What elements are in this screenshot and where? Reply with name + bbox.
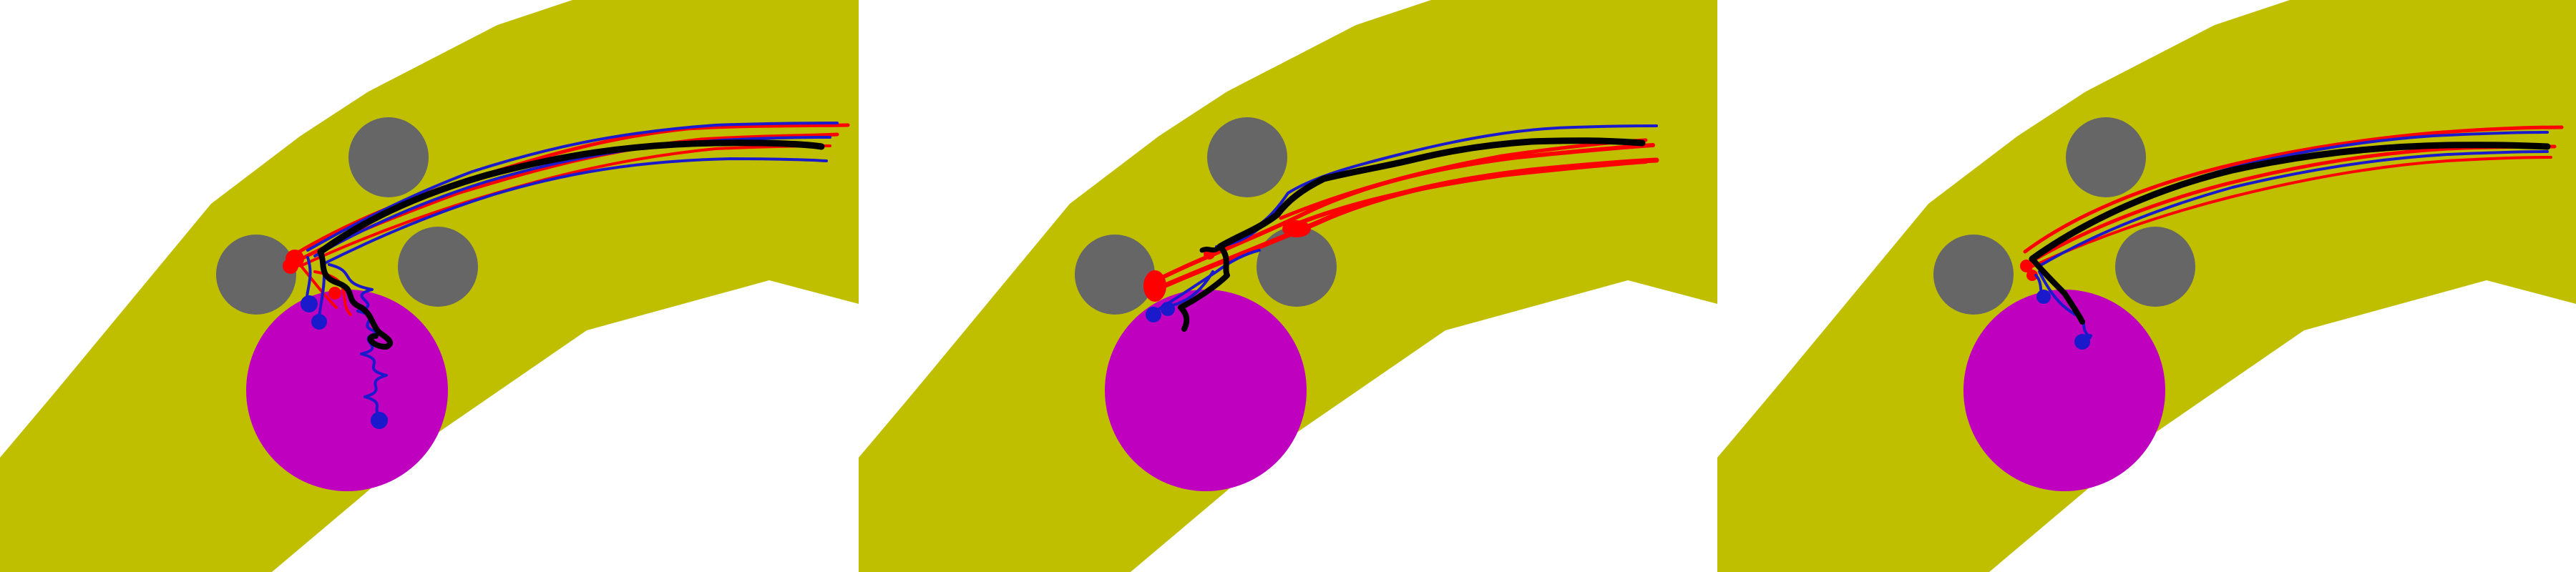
obstacle-left: [1075, 235, 1155, 315]
red-trajectory: [2023, 125, 2564, 254]
obstacle-right: [2115, 227, 2195, 307]
black-trajectory: [2029, 256, 2085, 325]
blue-marker: [1146, 307, 1161, 322]
blue-marker: [2036, 290, 2051, 304]
blue-marker: [2074, 334, 2090, 350]
red-marker: [2020, 260, 2033, 272]
blue-trajectory: [321, 157, 828, 266]
black-trajectory-group: [317, 139, 825, 350]
blue-marker: [301, 295, 318, 312]
blue-markers: [2036, 290, 2090, 350]
blue-markers: [301, 295, 388, 429]
obstacle-top: [1207, 117, 1287, 197]
blue-trajectory: [1229, 124, 1658, 241]
red-trajectory: [296, 260, 338, 309]
blue-trajectory: [313, 136, 831, 257]
panel-3: [1717, 0, 2576, 572]
red-marker: [1282, 220, 1311, 237]
red-marker: [2026, 270, 2038, 281]
black-trajectory: [1178, 244, 1230, 332]
red-markers: [283, 250, 341, 300]
panel-2: [859, 0, 1717, 572]
panel-2-canvas: [859, 0, 1717, 572]
red-marker: [328, 287, 341, 300]
goal-region: [1963, 290, 2165, 491]
black-trajectory-group: [1178, 137, 1646, 332]
blue-marker: [371, 412, 388, 429]
red-markers: [2020, 260, 2038, 281]
blue-markers: [1146, 302, 1175, 322]
black-trajectory: [318, 249, 394, 350]
red-marker: [283, 258, 298, 274]
black-trajectory: [317, 139, 825, 255]
red-trajectory: [1286, 159, 1648, 230]
obstacle-top: [2066, 117, 2146, 197]
red-markers: [1143, 220, 1311, 302]
goal-region: [1105, 290, 1307, 491]
black-trajectory: [1216, 137, 1646, 250]
obstacle-right: [398, 227, 478, 307]
panel-1-canvas: [0, 0, 859, 572]
obstacle-top: [348, 117, 429, 197]
panel-1: [0, 0, 859, 572]
red-marker: [1143, 270, 1166, 302]
black-trajectory-group: [2029, 142, 2551, 325]
red-trajectory: [2027, 156, 2552, 270]
obstacle-left: [216, 235, 296, 315]
red-trajectory: [299, 144, 831, 267]
panel-3-canvas: [1717, 0, 2576, 572]
blue-trajectory: [306, 122, 839, 252]
blue-marker: [1161, 302, 1175, 316]
black-trajectory: [2029, 142, 2551, 262]
obstacle-left: [1933, 235, 2014, 315]
blue-marker: [311, 314, 327, 330]
obstacle-right: [1257, 227, 1337, 307]
black-trajectory: [1199, 244, 1223, 253]
goal-region: [246, 290, 448, 491]
blue-trajectory: [2038, 150, 2549, 267]
